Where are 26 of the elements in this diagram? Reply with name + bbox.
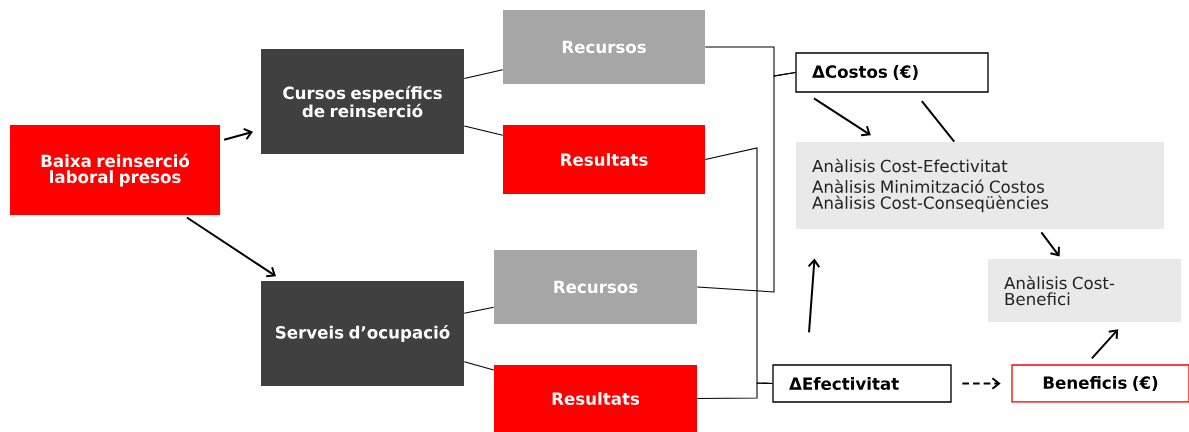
arrow [1090, 329, 1119, 360]
resource-box: Recursos [494, 250, 697, 324]
analysis-box: Anàlisis Cost-Benefici [988, 259, 1181, 322]
arrow [185, 216, 277, 278]
measure-box: ΔCostos (€) [795, 52, 989, 93]
resource-box: Recursos [503, 10, 705, 84]
connector-line [696, 71, 796, 293]
connector-line [696, 382, 773, 400]
connector-line [463, 306, 495, 314]
measure-box: Beneficis (€) [1011, 364, 1189, 403]
arrow [807, 258, 821, 334]
analysis-list-box: Anàlisis Cost-Efectivitat Anàlisis Minimització Costos Anàlisis Cost-Conseqüències [796, 142, 1164, 229]
connector-line [463, 361, 495, 371]
arrow [961, 377, 1001, 390]
connector-line [920, 100, 956, 143]
result-box: Resultats [503, 125, 705, 194]
process-box: Serveis d’ocupació [261, 281, 464, 386]
arrow [812, 97, 871, 137]
measure-box: ΔEfectivitat [772, 364, 952, 403]
process-box: Cursos específics de reinserció [261, 49, 464, 154]
arrow [223, 127, 254, 141]
arrow [1040, 231, 1060, 257]
result-box: Resultats [494, 365, 697, 432]
connector-line [463, 69, 504, 80]
problem-box: Baixa reinserció laboral presos [10, 125, 220, 215]
connector-line [463, 125, 504, 136]
